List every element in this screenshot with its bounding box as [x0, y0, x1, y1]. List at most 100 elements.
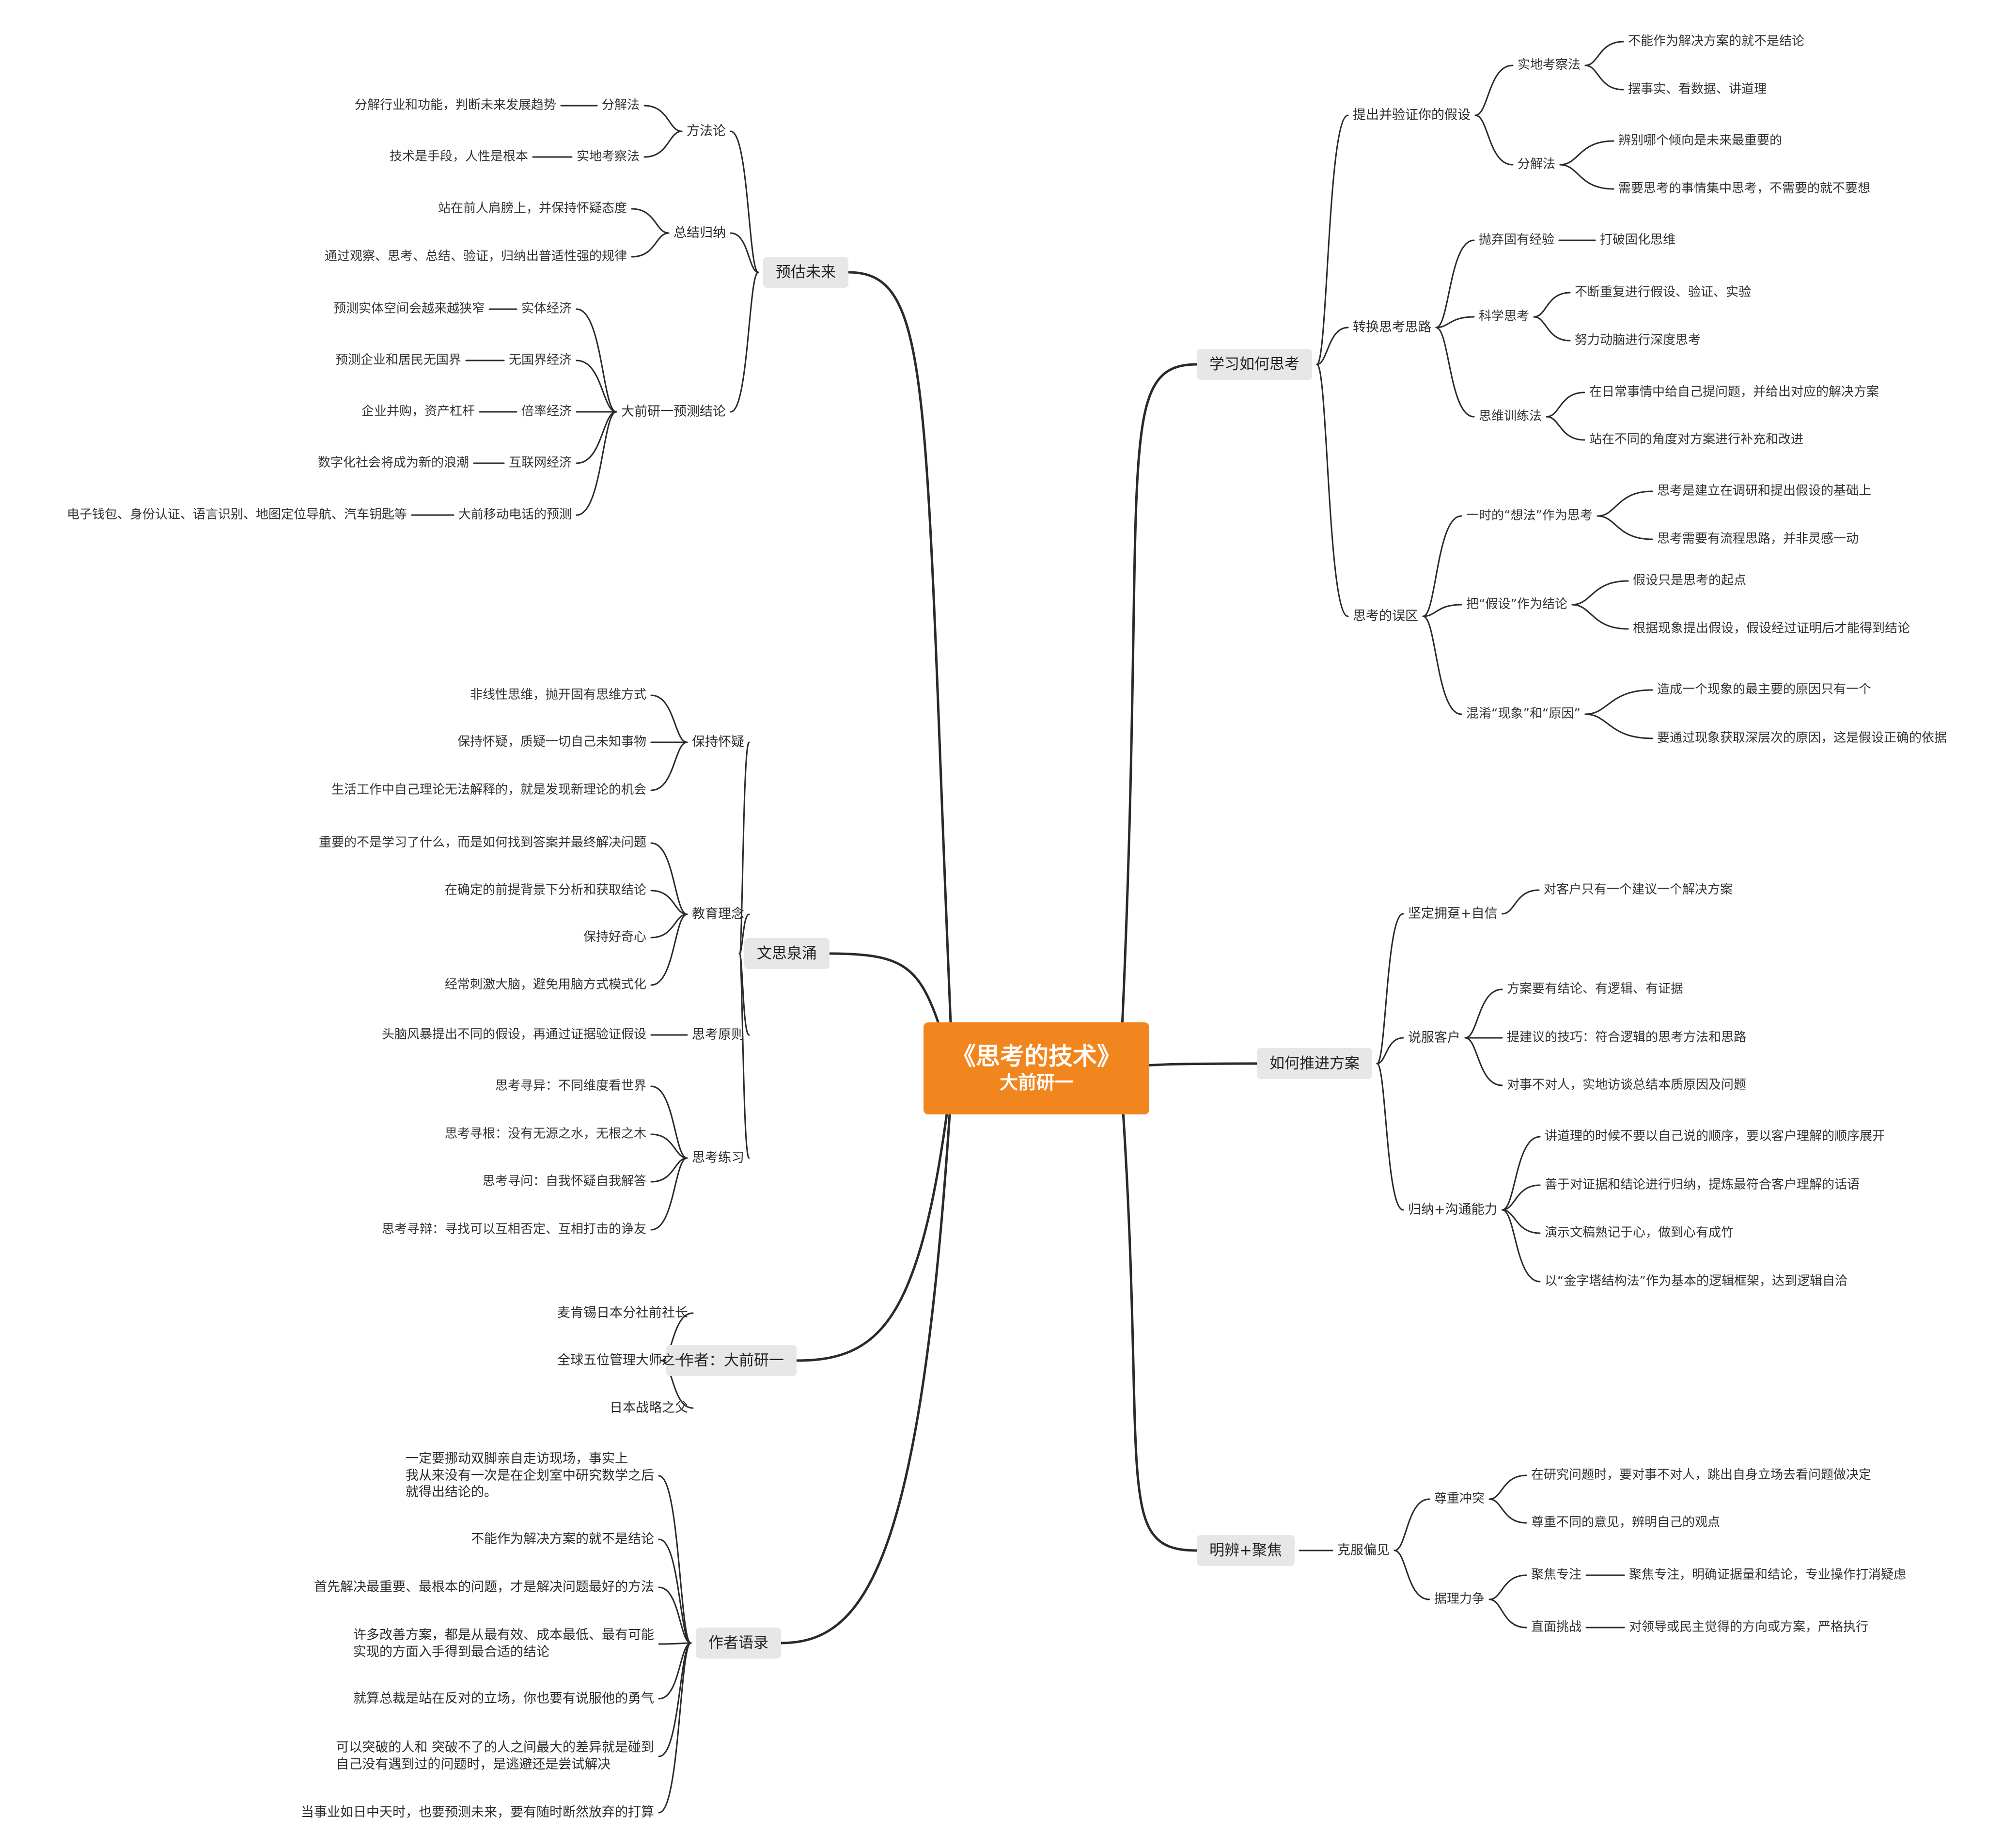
subtopic[interactable]: 保持怀疑 [692, 734, 744, 750]
leaf-topic[interactable]: 聚焦专注，明确证据量和结论，专业操作打消疑虑 [1629, 1567, 1907, 1582]
leaf-topic[interactable]: 造成一个现象的最主要的原因只有一个 [1657, 682, 1872, 697]
leaf-topic[interactable]: 思考是建立在调研和提出假设的基础上 [1657, 484, 1872, 499]
leaf-topic[interactable]: 科学思考 [1479, 309, 1530, 324]
leaf-topic[interactable]: 要通过现象获取深层次的原因，这是假设正确的依据 [1657, 731, 1947, 746]
subtopic[interactable]: 教育理念 [692, 906, 744, 922]
leaf-topic[interactable]: 保持好奇心 [583, 930, 646, 945]
leaf-topic[interactable]: 讲道理的时候不要以自己说的顺序，要以客户理解的顺序展开 [1545, 1129, 1885, 1144]
main-topic[interactable]: 作者语录 [696, 1628, 781, 1659]
main-topic[interactable]: 文思泉涌 [744, 938, 830, 969]
leaf-topic[interactable]: 假设只是思考的起点 [1633, 573, 1747, 588]
leaf-topic[interactable]: 根据现象提出假设，假设经过证明后才能得到结论 [1633, 621, 1910, 636]
leaf-topic[interactable]: 预测实体空间会越来越狭窄 [333, 301, 485, 316]
subtopic[interactable]: 思考原则 [692, 1027, 744, 1042]
leaf-topic[interactable]: 在研究问题时，要对事不对人，跳出自身立场去看问题做决定 [1531, 1468, 1872, 1483]
leaf-topic[interactable]: 摆事实、看数据、讲道理 [1628, 82, 1767, 97]
leaf-topic[interactable]: 在确定的前提背景下分析和获取结论 [444, 883, 646, 898]
leaf-topic[interactable]: 实体经济 [521, 301, 572, 316]
main-topic[interactable]: 预估未来 [763, 257, 848, 288]
leaf-topic[interactable]: 分解行业和功能，判断未来发展趋势 [354, 98, 556, 113]
main-topic[interactable]: 明辨+聚焦 [1197, 1535, 1295, 1566]
root-topic[interactable]: 《思考的技术》 大前研一 [924, 1022, 1149, 1114]
leaf-topic[interactable]: 保持怀疑，质疑一切自己未知事物 [457, 735, 646, 750]
leaf-topic[interactable]: 倍率经济 [521, 404, 572, 419]
leaf-topic[interactable]: 提建议的技巧：符合逻辑的思考方法和思路 [1507, 1030, 1747, 1045]
main-topic[interactable]: 如何推进方案 [1257, 1048, 1372, 1079]
subtopic[interactable]: 坚定拥趸+自信 [1408, 906, 1498, 921]
leaf-topic[interactable]: 对客户只有一个建议一个解决方案 [1544, 882, 1733, 897]
subtopic[interactable]: 说服客户 [1408, 1030, 1460, 1045]
subtopic[interactable]: 转换思考思路 [1353, 319, 1431, 335]
leaf-topic[interactable]: 思考寻辩：寻找可以互相否定、互相打击的诤友 [381, 1222, 646, 1237]
leaf-topic[interactable]: 在日常事情中给自己提问题，并给出对应的解决方案 [1589, 385, 1879, 400]
leaf-topic[interactable]: 经常刺激大脑，避免用脑方式模式化 [444, 977, 646, 992]
leaf-topic[interactable]: 方案要有结论、有逻辑、有证据 [1507, 982, 1684, 997]
leaf-topic[interactable]: 抛弃固有经验 [1479, 233, 1555, 248]
leaf-topic[interactable]: 尊重不同的意见，辨明自己的观点 [1531, 1515, 1721, 1530]
leaf-topic[interactable]: 思考寻异：不同维度看世界 [495, 1079, 646, 1094]
subtopic[interactable]: 思考的误区 [1353, 608, 1418, 624]
leaf-topic[interactable]: 对事不对人，实地访谈总结本质原因及问题 [1507, 1078, 1747, 1093]
leaf-topic[interactable]: 聚焦专注 [1531, 1567, 1582, 1582]
subtopic[interactable]: 总结归纳 [673, 225, 726, 240]
leaf-topic[interactable]: 站在前人肩膀上，并保持怀疑态度 [438, 201, 627, 216]
leaf-topic[interactable]: 预测企业和居民无国界 [335, 353, 461, 368]
leaf-topic[interactable]: 努力动脑进行深度思考 [1575, 333, 1701, 348]
leaf-topic[interactable]: 据理力争 [1434, 1592, 1485, 1607]
leaf-topic[interactable]: 互联网经济 [508, 455, 572, 470]
leaf-topic[interactable]: 需要思考的事情集中思考，不需要的就不要想 [1618, 181, 1871, 196]
leaf-topic[interactable]: 分解法 [601, 98, 640, 113]
leaf-topic[interactable]: 尊重冲突 [1434, 1491, 1485, 1506]
leaf-topic[interactable]: 实地考察法 [1518, 58, 1581, 73]
leaf-topic[interactable]: 站在不同的角度对方案进行补充和改进 [1589, 432, 1804, 447]
subtopic[interactable]: 不能作为解决方案的就不是结论 [471, 1531, 654, 1547]
leaf-topic[interactable]: 善于对证据和结论进行归纳，提炼最符合客户理解的话语 [1545, 1177, 1860, 1192]
subtopic[interactable]: 归纳+沟通能力 [1408, 1202, 1498, 1217]
leaf-topic[interactable]: 分解法 [1518, 157, 1556, 172]
leaf-topic[interactable]: 对领导或民主觉得的方向或方案，严格执行 [1629, 1620, 1869, 1635]
leaf-topic[interactable]: 不能作为解决方案的就不是结论 [1628, 34, 1805, 49]
subtopic[interactable]: 全球五位管理大师之一 [557, 1352, 688, 1368]
leaf-topic[interactable]: 电子钱包、身份认证、语言识别、地图定位导航、汽车钥匙等 [66, 507, 407, 522]
leaf-topic[interactable]: 演示文稿熟记于心，做到心有成竹 [1545, 1225, 1734, 1240]
leaf-topic[interactable]: 非线性思维，抛开固有思维方式 [470, 688, 646, 703]
subtopic[interactable]: 当事业如日中天时，也要预测未来，要有随时断然放弃的打算 [301, 1804, 654, 1820]
subtopic[interactable]: 思考练习 [692, 1150, 744, 1165]
subtopic[interactable]: 方法论 [687, 123, 726, 139]
leaf-topic[interactable]: 通过观察、思考、总结、验证，归纳出普适性强的规律 [324, 249, 627, 264]
subtopic[interactable]: 可以突破的人和 突破不了的人之间最大的差异就是碰到 自己没有遇到过的问题时，是逃… [336, 1740, 654, 1772]
main-topic[interactable]: 作者：大前研一 [666, 1345, 797, 1376]
leaf-topic[interactable]: 思考需要有流程思路，并非灵感一动 [1657, 532, 1859, 547]
leaf-topic[interactable]: 重要的不是学习了什么，而是如何找到答案并最终解决问题 [318, 835, 646, 850]
leaf-topic[interactable]: 不断重复进行假设、验证、实验 [1575, 285, 1752, 300]
leaf-topic[interactable]: 思考寻问：自我怀疑自我解答 [482, 1174, 646, 1189]
subtopic[interactable]: 许多改善方案，都是从最有效、成本最低、最有可能 实现的方面入手得到最合适的结论 [353, 1628, 654, 1660]
leaf-topic[interactable]: 实地考察法 [576, 149, 640, 164]
leaf-topic[interactable]: 辨别哪个倾向是未来最重要的 [1618, 133, 1783, 148]
leaf-topic[interactable]: 技术是手段，人性是根本 [389, 149, 528, 164]
leaf-topic[interactable]: 把“假设”作为结论 [1466, 597, 1567, 612]
leaf-topic[interactable]: 企业并购，资产杠杆 [361, 404, 475, 419]
leaf-topic[interactable]: 思考寻根：没有无源之水，无根之木 [444, 1127, 646, 1142]
main-topic[interactable]: 学习如何思考 [1197, 349, 1312, 380]
leaf-topic[interactable]: 数字化社会将成为新的浪潮 [317, 455, 469, 470]
leaf-topic[interactable]: 直面挑战 [1531, 1620, 1582, 1635]
leaf-topic[interactable]: 生活工作中自己理论无法解释的，就是发现新理论的机会 [331, 783, 646, 798]
subtopic[interactable]: 提出并验证你的假设 [1353, 107, 1471, 123]
leaf-topic[interactable]: 大前移动电话的预测 [458, 507, 572, 522]
subtopic[interactable]: 首先解决最重要、最根本的问题，才是解决问题最好的方法 [314, 1579, 654, 1595]
subtopic[interactable]: 麦肯锡日本分社前社长 [557, 1305, 688, 1320]
leaf-topic[interactable]: 思维训练法 [1479, 409, 1542, 424]
subtopic[interactable]: 一定要挪动双脚亲自走访现场，事实上 我从来没有一次是在企划室中研究数学之后 就得… [406, 1451, 654, 1500]
leaf-topic[interactable]: 一时的“想法”作为思考 [1466, 508, 1593, 523]
leaf-topic[interactable]: 打破固化思维 [1600, 233, 1676, 248]
leaf-topic[interactable]: 混淆“现象”和“原因” [1466, 706, 1581, 721]
leaf-topic[interactable]: 无国界经济 [508, 353, 572, 368]
subtopic[interactable]: 就算总裁是站在反对的立场，你也要有说服他的勇气 [353, 1691, 654, 1706]
subtopic[interactable]: 克服偏见 [1337, 1542, 1390, 1558]
subtopic[interactable]: 日本战略之父 [610, 1400, 688, 1415]
leaf-topic[interactable]: 以“金字塔结构法”作为基本的逻辑框架，达到逻辑自洽 [1545, 1274, 1847, 1289]
leaf-topic[interactable]: 头脑风暴提出不同的假设，再通过证据验证假设 [381, 1027, 646, 1042]
subtopic[interactable]: 大前研一预测结论 [621, 404, 726, 419]
